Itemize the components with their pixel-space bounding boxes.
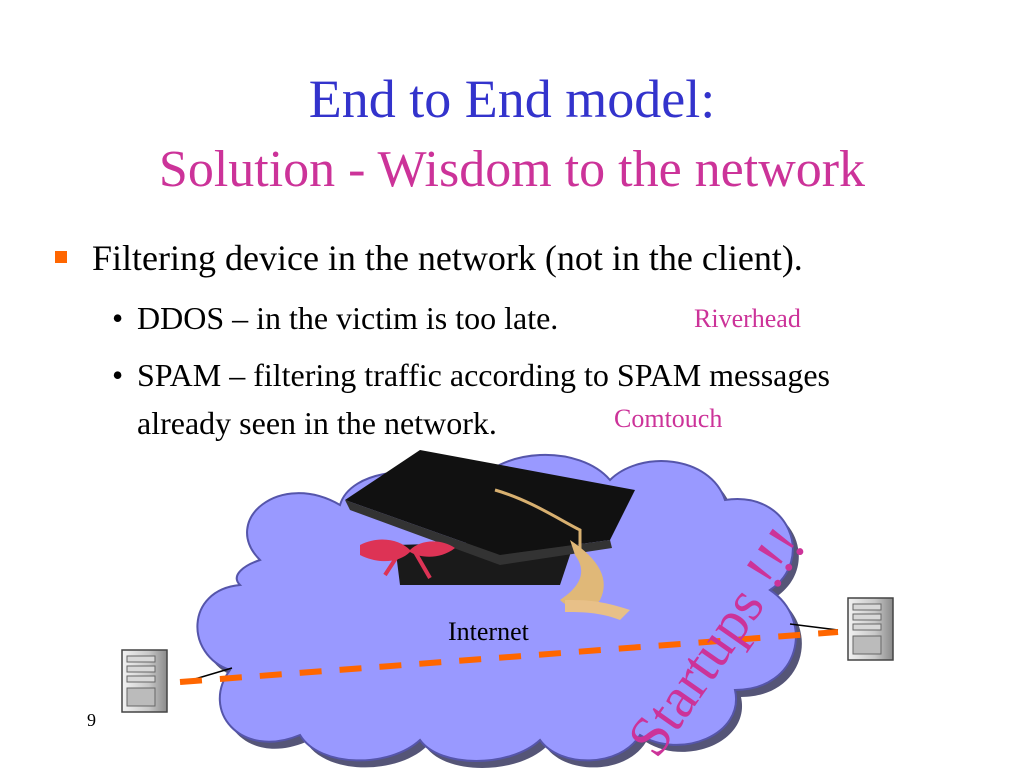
graduation-cap-icon <box>345 450 635 620</box>
server-left-icon <box>121 649 168 713</box>
cloud-shape <box>196 454 802 768</box>
sub-bullet-ddos-text: DDOS – in the victim is too late. <box>137 300 559 336</box>
slide-title-line2: Solution - Wisdom to the network <box>158 141 866 198</box>
sub-bullet-spam-line2: already seen in the network. <box>137 405 497 441</box>
note-comtouch: Comtouch <box>614 404 723 433</box>
server-right-icon <box>847 597 894 661</box>
dot-bullet-icon: • <box>112 357 124 393</box>
square-bullet-icon <box>55 251 67 263</box>
internet-label: Internet <box>448 617 529 646</box>
dot-bullet-icon: • <box>112 300 124 336</box>
main-bullet-text: Filtering device in the network (not in … <box>92 238 803 278</box>
sub-bullet-spam-line1: SPAM – filtering traffic according to SP… <box>137 357 830 393</box>
slide-title-line1: End to End model: <box>308 69 716 129</box>
page-number: 9 <box>87 710 96 730</box>
note-riverhead: Riverhead <box>694 304 801 333</box>
connection-line-left <box>194 667 233 680</box>
connection-line-right <box>789 623 839 631</box>
dashed-connection-line <box>179 629 839 685</box>
